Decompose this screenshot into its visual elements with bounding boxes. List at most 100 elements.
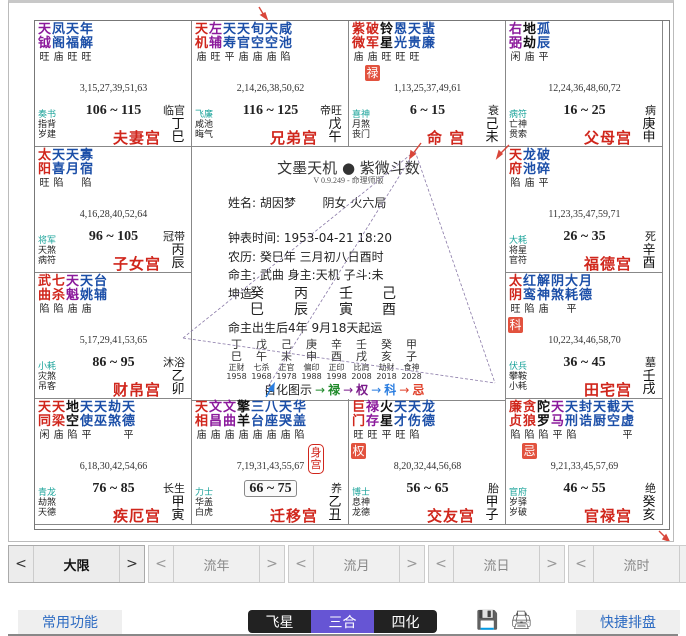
nav-next-button[interactable]: > [539, 546, 564, 582]
decade-range[interactable]: 6 ~ 15 [349, 103, 505, 119]
nav-prev-button[interactable]: < [149, 546, 174, 582]
quick-chart-button[interactable]: 快捷排盘 [576, 610, 680, 634]
star-brightness: 平 [81, 430, 92, 441]
star-brightness: 庙 [252, 52, 263, 63]
print-icon[interactable]: 🖨 [510, 610, 533, 631]
star-brightness: 庙 [367, 52, 378, 63]
nav-prev-button[interactable]: < [289, 546, 314, 582]
dayun-branch: 子 [406, 350, 417, 363]
decade-range-text: 56 ~ 65 [406, 481, 449, 496]
star-咸池: 咸池陷 [279, 23, 292, 64]
palace-name: 福德宫 [584, 255, 633, 273]
decade-range-text: 26 ~ 35 [563, 229, 606, 244]
nav-label-大限[interactable]: 大限 [63, 558, 90, 574]
stem-branch: 癸亥 [642, 495, 656, 523]
nav-next-button[interactable]: > [119, 546, 144, 582]
decade-range[interactable]: 106 ~ 115 [35, 103, 191, 119]
star-劫煞: 劫煞 [108, 401, 121, 442]
star-brightness [556, 304, 559, 316]
star-brightness: 庙 [224, 430, 235, 441]
nav-next-button[interactable]: > [399, 546, 424, 582]
star-龙池: 龙池庙 [523, 149, 536, 190]
star-name-bottom: 星 [380, 36, 394, 51]
decade-range[interactable]: 16 ~ 25 [506, 103, 662, 119]
star-name-bottom: 钺 [38, 36, 52, 51]
star-月德: 月德 [579, 275, 592, 316]
star-name-top: 台 [94, 274, 108, 289]
decade-range[interactable]: 46 ~ 55 [506, 481, 662, 497]
star-name-top: 天 [408, 22, 422, 37]
decade-range[interactable]: 76 ~ 85 [35, 481, 191, 497]
palace-stars: 紫微庙破军庙铃星旺恩光旺天贵旺蜚廉 [352, 23, 436, 64]
star-name-top: 红 [523, 274, 537, 289]
stem-branch: 戊午 [328, 117, 342, 145]
save-icon[interactable]: 💾 [476, 610, 499, 631]
star-name-bottom: 解 [80, 36, 94, 51]
decade-range[interactable]: 56 ~ 65 [349, 481, 505, 497]
star-name-bottom: 微 [352, 36, 366, 51]
nav-label-流月[interactable]: 流月 [343, 558, 370, 574]
nav-next-button[interactable]: > [679, 546, 686, 582]
ziwei-chart-grid: 文墨天机 ● 紫微斗数 V 0.9.249 - 命理师版 姓名: 胡因梦 阴女 … [34, 20, 670, 530]
star-brightness: 陷 [566, 430, 577, 441]
nav-label-流时[interactable]: 流时 [623, 558, 650, 574]
common-functions-button[interactable]: 常用功能 [18, 610, 122, 634]
decade-range[interactable]: 26 ~ 35 [506, 229, 662, 245]
palace-age-list: 1,13,25,37,49,61 [393, 83, 462, 94]
palace-name: 官禄宫 [584, 507, 633, 525]
star-name-bottom: 台 [251, 414, 265, 429]
star-name-bottom: 狼 [523, 414, 537, 429]
decade-range[interactable]: 66 ~ 75 [192, 480, 348, 497]
nav-prev-button[interactable]: < [429, 546, 454, 582]
decade-range[interactable]: 116 ~ 125 [192, 103, 348, 119]
star-恩光: 恩光旺 [394, 23, 407, 64]
star-brightness: 陷 [524, 430, 535, 441]
nav-prev-button[interactable]: < [9, 546, 34, 582]
dayun-year: 2008 [351, 372, 372, 381]
star-brightness: 旺 [353, 430, 364, 441]
nav-next-button[interactable]: > [259, 546, 284, 582]
segment-三合[interactable]: 三合 [311, 610, 374, 633]
nav-label-流年[interactable]: 流年 [203, 558, 230, 574]
nav-prev-button[interactable]: < [569, 546, 594, 582]
segment-飞星[interactable]: 飞星 [248, 610, 311, 633]
god-name: 咸池 [195, 120, 214, 130]
decade-range[interactable]: 86 ~ 95 [35, 355, 191, 371]
star-brightness: 旺 [210, 52, 221, 63]
star-紫微: 紫微庙 [352, 23, 365, 64]
decade-range[interactable]: 96 ~ 105 [35, 229, 191, 245]
star-brightness: 平 [566, 304, 577, 315]
lunar-date-line: 农历: 癸巳年 三月初八日酉时 [228, 250, 384, 264]
dayun-year: 1978 [276, 372, 297, 381]
nav-group-流月: < 流月 > [288, 545, 425, 583]
decade-range[interactable]: 36 ~ 45 [506, 355, 662, 371]
star-name-bottom: 神 [537, 288, 551, 303]
star-name-top: 天 [195, 400, 209, 415]
star-武曲: 武曲陷 [38, 275, 51, 316]
star-brightness: 庙 [353, 52, 364, 63]
nav-label-流日[interactable]: 流日 [483, 558, 510, 574]
palace-gods: 博士息神龙德 [352, 488, 370, 518]
god-name: 博士 [352, 488, 371, 498]
segment-四化[interactable]: 四化 [374, 610, 437, 633]
